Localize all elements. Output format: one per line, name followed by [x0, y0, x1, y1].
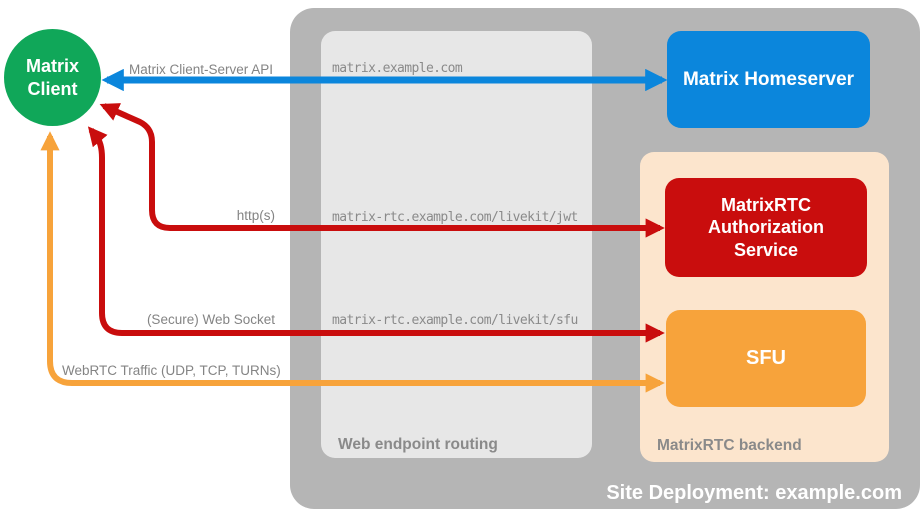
matrix-homeserver-node: Matrix Homeserver: [667, 31, 870, 128]
api-connection-label: Matrix Client-Server API: [128, 62, 273, 77]
matrix-client-label: Matrix Client: [25, 56, 79, 99]
sfu-label: SFU: [746, 347, 786, 369]
matrixrtc-backend-label: MatrixRTC backend: [657, 437, 802, 454]
web-endpoint-routing-box: [321, 31, 592, 458]
matrix-client-node: Matrix Client: [4, 29, 101, 126]
webrtc-connection-label: WebRTC Traffic (UDP, TCP, TURNs): [62, 363, 281, 378]
sfu-route-text: matrix-rtc.example.com/livekit/sfu: [332, 313, 578, 328]
http-connection-label: http(s): [236, 208, 275, 223]
web-endpoint-routing-label: Web endpoint routing: [338, 436, 498, 453]
homeserver-route-text: matrix.example.com: [332, 61, 463, 76]
auth-service-label: MatrixRTC Authorization Service: [708, 194, 824, 260]
sfu-node: SFU: [666, 310, 866, 407]
site-deployment-label: Site Deployment: example.com: [606, 482, 902, 504]
websocket-connection-label: (Secure) Web Socket: [146, 312, 275, 327]
auth-service-node: MatrixRTC Authorization Service: [665, 178, 867, 277]
matrix-homeserver-label: Matrix Homeserver: [682, 68, 855, 90]
jwt-route-text: matrix-rtc.example.com/livekit/jwt: [332, 210, 578, 225]
